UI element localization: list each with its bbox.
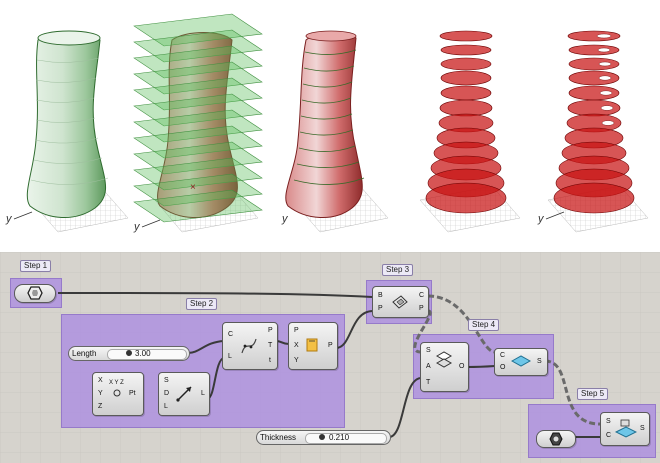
vector-xyz-component[interactable]: X Y Z X Y Z Pt bbox=[92, 372, 144, 416]
hexagon-nut-icon bbox=[549, 432, 563, 446]
soliddiff-in-s: S bbox=[606, 418, 611, 425]
svg-text:y: y bbox=[281, 213, 289, 225]
wire-extrude-to-boundary bbox=[466, 365, 496, 368]
extrude-out-o: O bbox=[459, 363, 465, 370]
length-slider-track[interactable] bbox=[107, 349, 187, 360]
line-in-l: L bbox=[164, 403, 168, 410]
wire-thickness-to-extrude bbox=[388, 377, 422, 438]
solid-difference-component[interactable]: S C S bbox=[600, 412, 650, 446]
stage-contour-sections: y bbox=[281, 30, 389, 233]
brepplane-out-c: C bbox=[419, 292, 425, 299]
thickness-slider[interactable]: Thickness 0.210 bbox=[256, 430, 391, 445]
thickness-slider-label: Thickness bbox=[260, 433, 297, 442]
divide-out-t: T bbox=[268, 342, 273, 349]
step2-tag: Step 2 bbox=[186, 298, 218, 310]
step1-tag: Step 1 bbox=[20, 260, 52, 272]
plane-in-x: X bbox=[294, 342, 299, 349]
divide-icon bbox=[241, 338, 257, 354]
wire-surface-to-soliddiff bbox=[544, 359, 601, 426]
boundary-component[interactable]: C O S bbox=[494, 348, 548, 376]
length-slider-knob[interactable] bbox=[126, 350, 132, 356]
divide-in-l: L bbox=[228, 353, 232, 360]
brepplane-in-b: B bbox=[378, 292, 383, 299]
vector-icon-text: X Y Z bbox=[109, 380, 124, 386]
divide-curve-component[interactable]: C L P T t bbox=[222, 322, 278, 370]
svg-text:y: y bbox=[537, 213, 545, 225]
thickness-slider-value: 0.210 bbox=[329, 433, 350, 442]
divide-out-t2: t bbox=[269, 357, 271, 364]
rhino-viewport[interactable]: y × y y bbox=[0, 0, 660, 252]
line-in-d: D bbox=[164, 390, 170, 397]
vector-out-pt: Pt bbox=[129, 390, 136, 397]
offset-icon bbox=[435, 351, 453, 368]
viewport-drawing: y × y y bbox=[5, 13, 649, 233]
vector-in-z: Z bbox=[98, 403, 103, 410]
step3-tag: Step 3 bbox=[382, 264, 414, 276]
extrude-in-s: S bbox=[426, 347, 431, 354]
extrude-component[interactable]: S A T O bbox=[420, 342, 469, 392]
plane-component[interactable]: P X Y P bbox=[288, 322, 338, 370]
thickness-slider-track[interactable] bbox=[305, 433, 387, 444]
soliddiff-in-c: C bbox=[606, 432, 612, 439]
brep-plane-component[interactable]: B P C P bbox=[372, 286, 429, 318]
hexagon-icon bbox=[27, 286, 43, 300]
divide-in-c: C bbox=[228, 331, 234, 338]
svg-text:y: y bbox=[133, 221, 141, 233]
extrude-in-a: A bbox=[426, 363, 431, 370]
length-slider-value: 3.00 bbox=[135, 349, 151, 358]
svg-text:×: × bbox=[190, 182, 196, 193]
vector-icon bbox=[113, 389, 121, 397]
line-sdl-component[interactable]: S D L L bbox=[158, 372, 210, 416]
brepplane-out-p: P bbox=[419, 305, 424, 312]
stage-red-discs bbox=[419, 30, 521, 233]
divide-out-p: P bbox=[268, 327, 273, 334]
brep-param-component[interactable] bbox=[14, 284, 56, 303]
section-icon bbox=[392, 295, 408, 309]
boundary-surface-icon bbox=[511, 355, 531, 367]
line-out-l: L bbox=[201, 390, 205, 397]
length-slider[interactable]: Length 3.00 bbox=[68, 346, 190, 361]
stage-surface: y bbox=[5, 30, 129, 233]
wire-length-to-divide bbox=[187, 340, 225, 354]
wire-brep-to-brepplane bbox=[57, 292, 373, 298]
geometry-param-component[interactable] bbox=[536, 430, 576, 448]
wire-plane-to-brepplane bbox=[335, 310, 374, 349]
solid-difference-icon bbox=[615, 419, 637, 438]
boundary-out-s: S bbox=[537, 358, 542, 365]
thickness-slider-knob[interactable] bbox=[319, 434, 325, 440]
line-icon bbox=[176, 386, 192, 402]
brepplane-in-p: P bbox=[378, 305, 383, 312]
svg-text:y: y bbox=[5, 213, 13, 225]
stage-contour-planes: × y bbox=[133, 13, 263, 233]
extrude-in-t: T bbox=[426, 379, 431, 386]
soliddiff-out-s: S bbox=[640, 425, 645, 432]
grasshopper-canvas[interactable]: Step 1 Step 2 Step 3 Step 4 Step 5 Lengt… bbox=[0, 252, 660, 463]
plane-icon bbox=[306, 338, 318, 352]
vector-in-y: Y bbox=[98, 390, 103, 397]
boundary-in-o: O bbox=[500, 364, 506, 371]
plane-in-p: P bbox=[294, 327, 299, 334]
wire-planes-to-extrude bbox=[413, 309, 432, 354]
step4-tag: Step 4 bbox=[468, 319, 500, 331]
boundary-in-c: C bbox=[500, 352, 506, 359]
length-slider-label: Length bbox=[72, 349, 97, 358]
plane-in-y: Y bbox=[294, 357, 299, 364]
plane-out-p: P bbox=[328, 342, 333, 349]
stage-red-rings: y bbox=[537, 30, 649, 233]
vector-in-x: X bbox=[98, 377, 103, 384]
line-in-s: S bbox=[164, 377, 169, 384]
step5-tag: Step 5 bbox=[577, 388, 609, 400]
